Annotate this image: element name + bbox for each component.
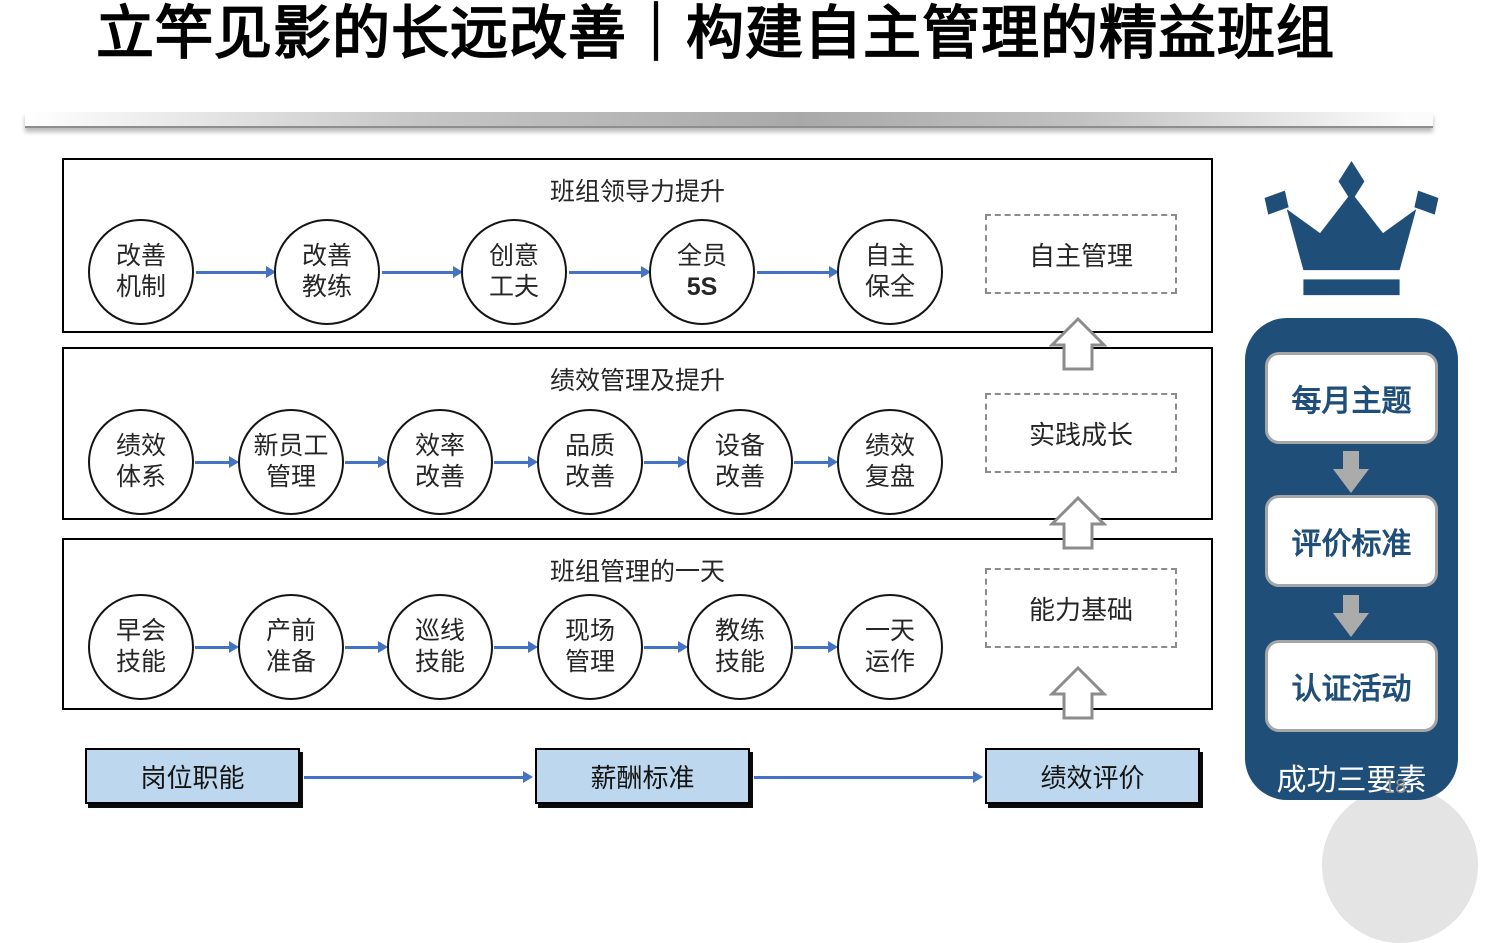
step-circle: 一天 运作 <box>837 594 943 700</box>
flow-arrow-icon <box>644 456 688 468</box>
step-line: 技能 <box>115 648 166 676</box>
step-circle: 效率 改善 <box>387 409 493 515</box>
down-arrow-icon <box>1333 451 1369 493</box>
row-title: 绩效管理及提升 <box>549 367 725 395</box>
step-circle: 绩效 复盘 <box>837 409 943 515</box>
flow-arrow-icon <box>569 266 651 278</box>
step-line: 创意 <box>488 242 539 270</box>
crown-icon <box>1264 161 1439 296</box>
flow-arrow-icon <box>196 266 276 278</box>
flow-arrow-icon <box>345 456 388 468</box>
step-line: 新员工 <box>253 432 329 460</box>
row-title: 班组管理的一天 <box>549 558 725 586</box>
bottom-flow-box: 薪酬标准 <box>535 748 750 804</box>
flow-arrow-icon <box>195 641 239 653</box>
bottom-flow-box: 岗位职能 <box>85 748 300 804</box>
step-circle: 新员工 管理 <box>238 409 344 515</box>
up-arrow-icon <box>1049 495 1107 550</box>
page-number: 18 <box>1384 776 1407 798</box>
step-line: 教练 <box>301 273 352 301</box>
flow-arrow-icon <box>304 771 533 783</box>
step-line: 一天 <box>864 617 915 645</box>
panel-caption: 成功三要素 <box>1276 764 1427 797</box>
row-leadership: 班组领导力提升 改善 机制 改善 教练 创意 工夫 全员 5S 自主 保全 自主… <box>62 158 1213 333</box>
step-circle: 改善 机制 <box>88 219 194 325</box>
down-arrow-icon <box>1333 595 1369 637</box>
step-line: 巡线 <box>414 617 465 645</box>
step-line: 改善 <box>301 242 352 270</box>
flow-arrow-icon <box>494 456 538 468</box>
step-line: 早会 <box>115 617 166 645</box>
panel-item: 评价标准 <box>1265 495 1438 587</box>
flow-arrow-icon <box>195 456 239 468</box>
page-title: 立竿见影的长远改善｜构建自主管理的精益班组 <box>96 1 1336 66</box>
bottom-flow-box: 绩效评价 <box>985 748 1200 804</box>
step-circle: 创意 工夫 <box>461 219 567 325</box>
step-circle: 设备 改善 <box>687 409 793 515</box>
step-line: 运作 <box>864 648 915 676</box>
step-line: 品质 <box>564 432 615 460</box>
step-line: 全员 <box>676 242 727 270</box>
flow-arrow-icon <box>345 641 388 653</box>
row-title: 班组领导力提升 <box>549 178 725 206</box>
step-line: 机制 <box>115 273 166 301</box>
step-line: 保全 <box>864 273 915 301</box>
flow-arrow-icon <box>494 641 538 653</box>
flow-arrow-icon <box>794 641 838 653</box>
decorative-circle <box>1322 787 1478 943</box>
step-circle: 现场 管理 <box>537 594 643 700</box>
step-line: 技能 <box>714 648 765 676</box>
step-line: 技能 <box>414 648 465 676</box>
step-line: 改善 <box>115 242 166 270</box>
step-line: 改善 <box>414 463 465 491</box>
step-circle: 产前 准备 <box>238 594 344 700</box>
title-divider-bar <box>25 112 1433 128</box>
success-panel: 每月主题 评价标准 认证活动 成功三要素 <box>1245 318 1458 800</box>
step-line: 产前 <box>265 617 316 645</box>
step-line: 现场 <box>564 617 615 645</box>
step-line: 5S <box>686 273 718 301</box>
step-line: 体系 <box>115 463 166 491</box>
flow-arrow-icon <box>754 771 983 783</box>
row-daily-management: 班组管理的一天 早会 技能 产前 准备 巡线 技能 现场 管理 教练 技能 一天… <box>62 538 1213 710</box>
flow-arrow-icon <box>644 641 688 653</box>
panel-item: 每月主题 <box>1265 352 1438 444</box>
step-line: 工夫 <box>488 273 539 301</box>
step-circle: 早会 技能 <box>88 594 194 700</box>
row-performance: 绩效管理及提升 绩效 体系 新员工 管理 效率 改善 品质 改善 设备 改善 绩… <box>62 347 1213 520</box>
step-circle: 巡线 技能 <box>387 594 493 700</box>
step-circle: 教练 技能 <box>687 594 793 700</box>
tag-box: 能力基础 <box>985 568 1177 648</box>
step-line: 教练 <box>714 617 765 645</box>
tag-box: 实践成长 <box>985 393 1177 473</box>
step-circle: 自主 保全 <box>837 219 943 325</box>
step-line: 改善 <box>564 463 615 491</box>
step-line: 管理 <box>564 648 615 676</box>
step-line: 效率 <box>414 432 465 460</box>
step-line: 准备 <box>265 648 316 676</box>
flow-arrow-icon <box>794 456 838 468</box>
up-arrow-icon <box>1049 316 1107 371</box>
step-circle: 品质 改善 <box>537 409 643 515</box>
panel-item: 认证活动 <box>1265 640 1438 732</box>
flow-arrow-icon <box>382 266 463 278</box>
step-line: 绩效 <box>115 432 166 460</box>
step-line: 改善 <box>714 463 765 491</box>
step-circle: 全员 5S <box>649 219 755 325</box>
up-arrow-icon <box>1049 665 1107 720</box>
step-circle: 绩效 体系 <box>88 409 194 515</box>
step-line: 管理 <box>265 463 316 491</box>
step-line: 自主 <box>864 242 915 270</box>
flow-arrow-icon <box>757 266 839 278</box>
tag-box: 自主管理 <box>985 214 1177 294</box>
step-line: 设备 <box>714 432 765 460</box>
step-line: 复盘 <box>864 463 915 491</box>
step-circle: 改善 教练 <box>274 219 380 325</box>
step-line: 绩效 <box>864 432 915 460</box>
